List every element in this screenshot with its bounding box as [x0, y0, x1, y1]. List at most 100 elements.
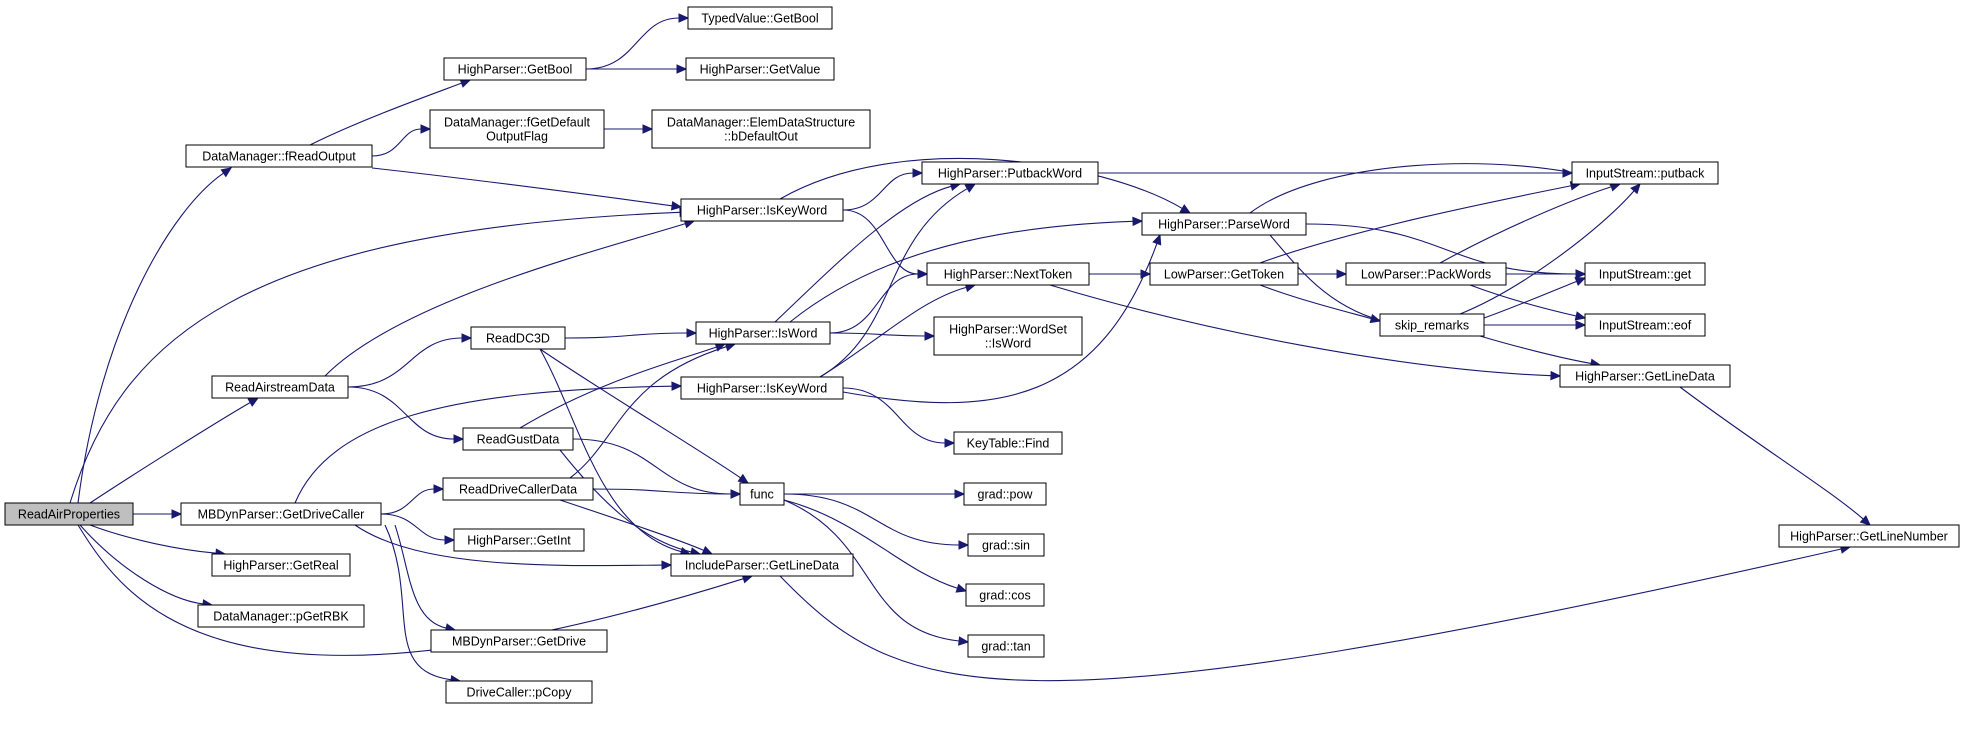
node-HighParser_IsKeyWord_2[interactable]: HighParser::IsKeyWord: [680, 376, 844, 400]
node-HighParser_GetLineNumber[interactable]: HighParser::GetLineNumber: [1778, 524, 1960, 548]
node-box[interactable]: [680, 376, 844, 400]
node-box[interactable]: [651, 109, 871, 149]
node-box[interactable]: [967, 634, 1045, 658]
edge-HighParser_IsKeyWord_2-to-HighParser_PutbackWord: [819, 183, 977, 378]
node-box[interactable]: [470, 326, 566, 350]
node-HighParser_NextToken[interactable]: HighParser::NextToken: [926, 262, 1090, 286]
node-grad_tan[interactable]: grad::tan: [967, 634, 1045, 658]
node-box[interactable]: [1149, 262, 1299, 286]
node-grad_cos[interactable]: grad::cos: [965, 583, 1045, 607]
node-ReadAirstreamData[interactable]: ReadAirstreamData: [211, 375, 349, 399]
node-HighParser_ParseWord[interactable]: HighParser::ParseWord: [1141, 212, 1307, 236]
arrowhead-icon: [1574, 311, 1587, 321]
arrowhead-icon: [958, 540, 970, 550]
edge-line: [819, 286, 967, 378]
node-box[interactable]: [685, 57, 835, 81]
node-box[interactable]: [1379, 313, 1485, 337]
node-box[interactable]: [4, 502, 134, 526]
node-box[interactable]: [180, 502, 382, 526]
node-box[interactable]: [1584, 262, 1706, 286]
node-box[interactable]: [197, 604, 365, 628]
node-box[interactable]: [680, 198, 844, 222]
node-InputStream_putback[interactable]: InputStream::putback: [1571, 161, 1719, 185]
edge-HighParser_IsKeyWord_2-to-KeyTable_Find: [842, 387, 956, 448]
node-LowParser_GetToken[interactable]: LowParser::GetToken: [1149, 262, 1299, 286]
node-box[interactable]: [933, 316, 1083, 356]
node-LowParser_PackWords[interactable]: LowParser::PackWords: [1345, 262, 1507, 286]
node-box[interactable]: [442, 477, 594, 501]
node-label: MBDynParser::GetDrive: [452, 635, 586, 649]
node-box[interactable]: [185, 144, 373, 168]
node-MBDynParser_GetDriveCaller[interactable]: MBDynParser::GetDriveCaller: [180, 502, 382, 526]
arrowhead-icon: [1630, 183, 1641, 195]
node-ReadAirProperties[interactable]: ReadAirProperties: [4, 502, 134, 526]
node-box[interactable]: [445, 680, 593, 704]
node-box[interactable]: [1559, 364, 1731, 388]
edge-HighParser_GetBool-to-HighParser_GetValue: [586, 64, 688, 74]
node-box[interactable]: [1345, 262, 1507, 286]
edge-func-to-grad_cos: [783, 499, 968, 593]
edge-line: [294, 385, 673, 504]
node-skip_remarks[interactable]: skip_remarks: [1379, 313, 1485, 337]
edge-HighParser_IsKeyWord_1-to-HighParser_NextToken: [842, 209, 929, 279]
node-HighParser_GetBool[interactable]: HighParser::GetBool: [443, 57, 587, 81]
node-HighParser_PutbackWord[interactable]: HighParser::PutbackWord: [921, 161, 1099, 185]
node-box[interactable]: [1571, 161, 1719, 185]
node-HighParser_WordSet_IsWord[interactable]: HighParser::WordSet::IsWord: [933, 316, 1083, 356]
node-box[interactable]: [453, 528, 585, 552]
arrowhead-icon: [444, 535, 456, 545]
node-HighParser_IsWord[interactable]: HighParser::IsWord: [695, 321, 831, 345]
node-label: MBDynParser::GetDriveCaller: [198, 508, 365, 522]
node-box[interactable]: [687, 6, 833, 30]
node-DataManager_ElemDataStructure_bDefaultOut[interactable]: DataManager::ElemDataStructure::bDefault…: [651, 109, 871, 149]
arrowhead-icon: [1140, 269, 1152, 279]
node-box[interactable]: [967, 533, 1045, 557]
node-box[interactable]: [739, 482, 785, 506]
node-HighParser_GetInt[interactable]: HighParser::GetInt: [453, 528, 585, 552]
node-box[interactable]: [926, 262, 1090, 286]
edge-skip_remarks-to-InputStream_get: [1483, 277, 1587, 319]
edge-line: [783, 499, 958, 589]
node-box[interactable]: [462, 427, 574, 451]
node-box[interactable]: [1778, 524, 1960, 548]
node-box[interactable]: [965, 583, 1045, 607]
node-MBDynParser_GetDrive[interactable]: MBDynParser::GetDrive: [430, 629, 608, 653]
node-label: KeyTable::Find: [967, 437, 1050, 451]
node-box[interactable]: [211, 375, 349, 399]
node-func[interactable]: func: [739, 482, 785, 506]
node-ReadGustData[interactable]: ReadGustData: [462, 427, 574, 451]
node-box[interactable]: [695, 321, 831, 345]
node-box[interactable]: [443, 57, 587, 81]
node-box[interactable]: [953, 431, 1063, 455]
node-box[interactable]: [211, 553, 351, 577]
node-DataManager_pGetRBK[interactable]: DataManager::pGetRBK: [197, 604, 365, 628]
node-grad_pow[interactable]: grad::pow: [963, 482, 1047, 506]
node-DataManager_fReadOutput[interactable]: DataManager::fReadOutput: [185, 144, 373, 168]
edge-line: [89, 402, 251, 504]
node-grad_sin[interactable]: grad::sin: [967, 533, 1045, 557]
node-box[interactable]: [1584, 313, 1706, 337]
node-TypedValue_GetBool[interactable]: TypedValue::GetBool: [687, 6, 833, 30]
node-box[interactable]: [963, 482, 1047, 506]
node-IncludeParser_GetLineData[interactable]: IncludeParser::GetLineData: [670, 553, 854, 577]
arrowhead-icon: [171, 509, 183, 519]
node-ReadDC3D[interactable]: ReadDC3D: [470, 326, 566, 350]
node-HighParser_IsKeyWord_1[interactable]: HighParser::IsKeyWord: [680, 198, 844, 222]
node-box[interactable]: [1141, 212, 1307, 236]
node-ReadDriveCallerData[interactable]: ReadDriveCallerData: [442, 477, 594, 501]
edge-skip_remarks-to-HighParser_GetLineData: [1479, 335, 1602, 369]
node-box[interactable]: [430, 629, 608, 653]
node-box[interactable]: [921, 161, 1099, 185]
node-HighParser_GetReal[interactable]: HighParser::GetReal: [211, 553, 351, 577]
arrowhead-icon: [1562, 168, 1574, 178]
node-HighParser_GetLineData[interactable]: HighParser::GetLineData: [1559, 364, 1731, 388]
node-DriveCaller_pCopy[interactable]: DriveCaller::pCopy: [445, 680, 593, 704]
arrowhead-icon: [661, 560, 673, 570]
node-InputStream_eof[interactable]: InputStream::eof: [1584, 313, 1706, 337]
node-InputStream_get[interactable]: InputStream::get: [1584, 262, 1706, 286]
node-box[interactable]: [429, 109, 605, 149]
node-box[interactable]: [670, 553, 854, 577]
node-HighParser_GetValue[interactable]: HighParser::GetValue: [685, 57, 835, 81]
node-KeyTable_Find[interactable]: KeyTable::Find: [953, 431, 1063, 455]
